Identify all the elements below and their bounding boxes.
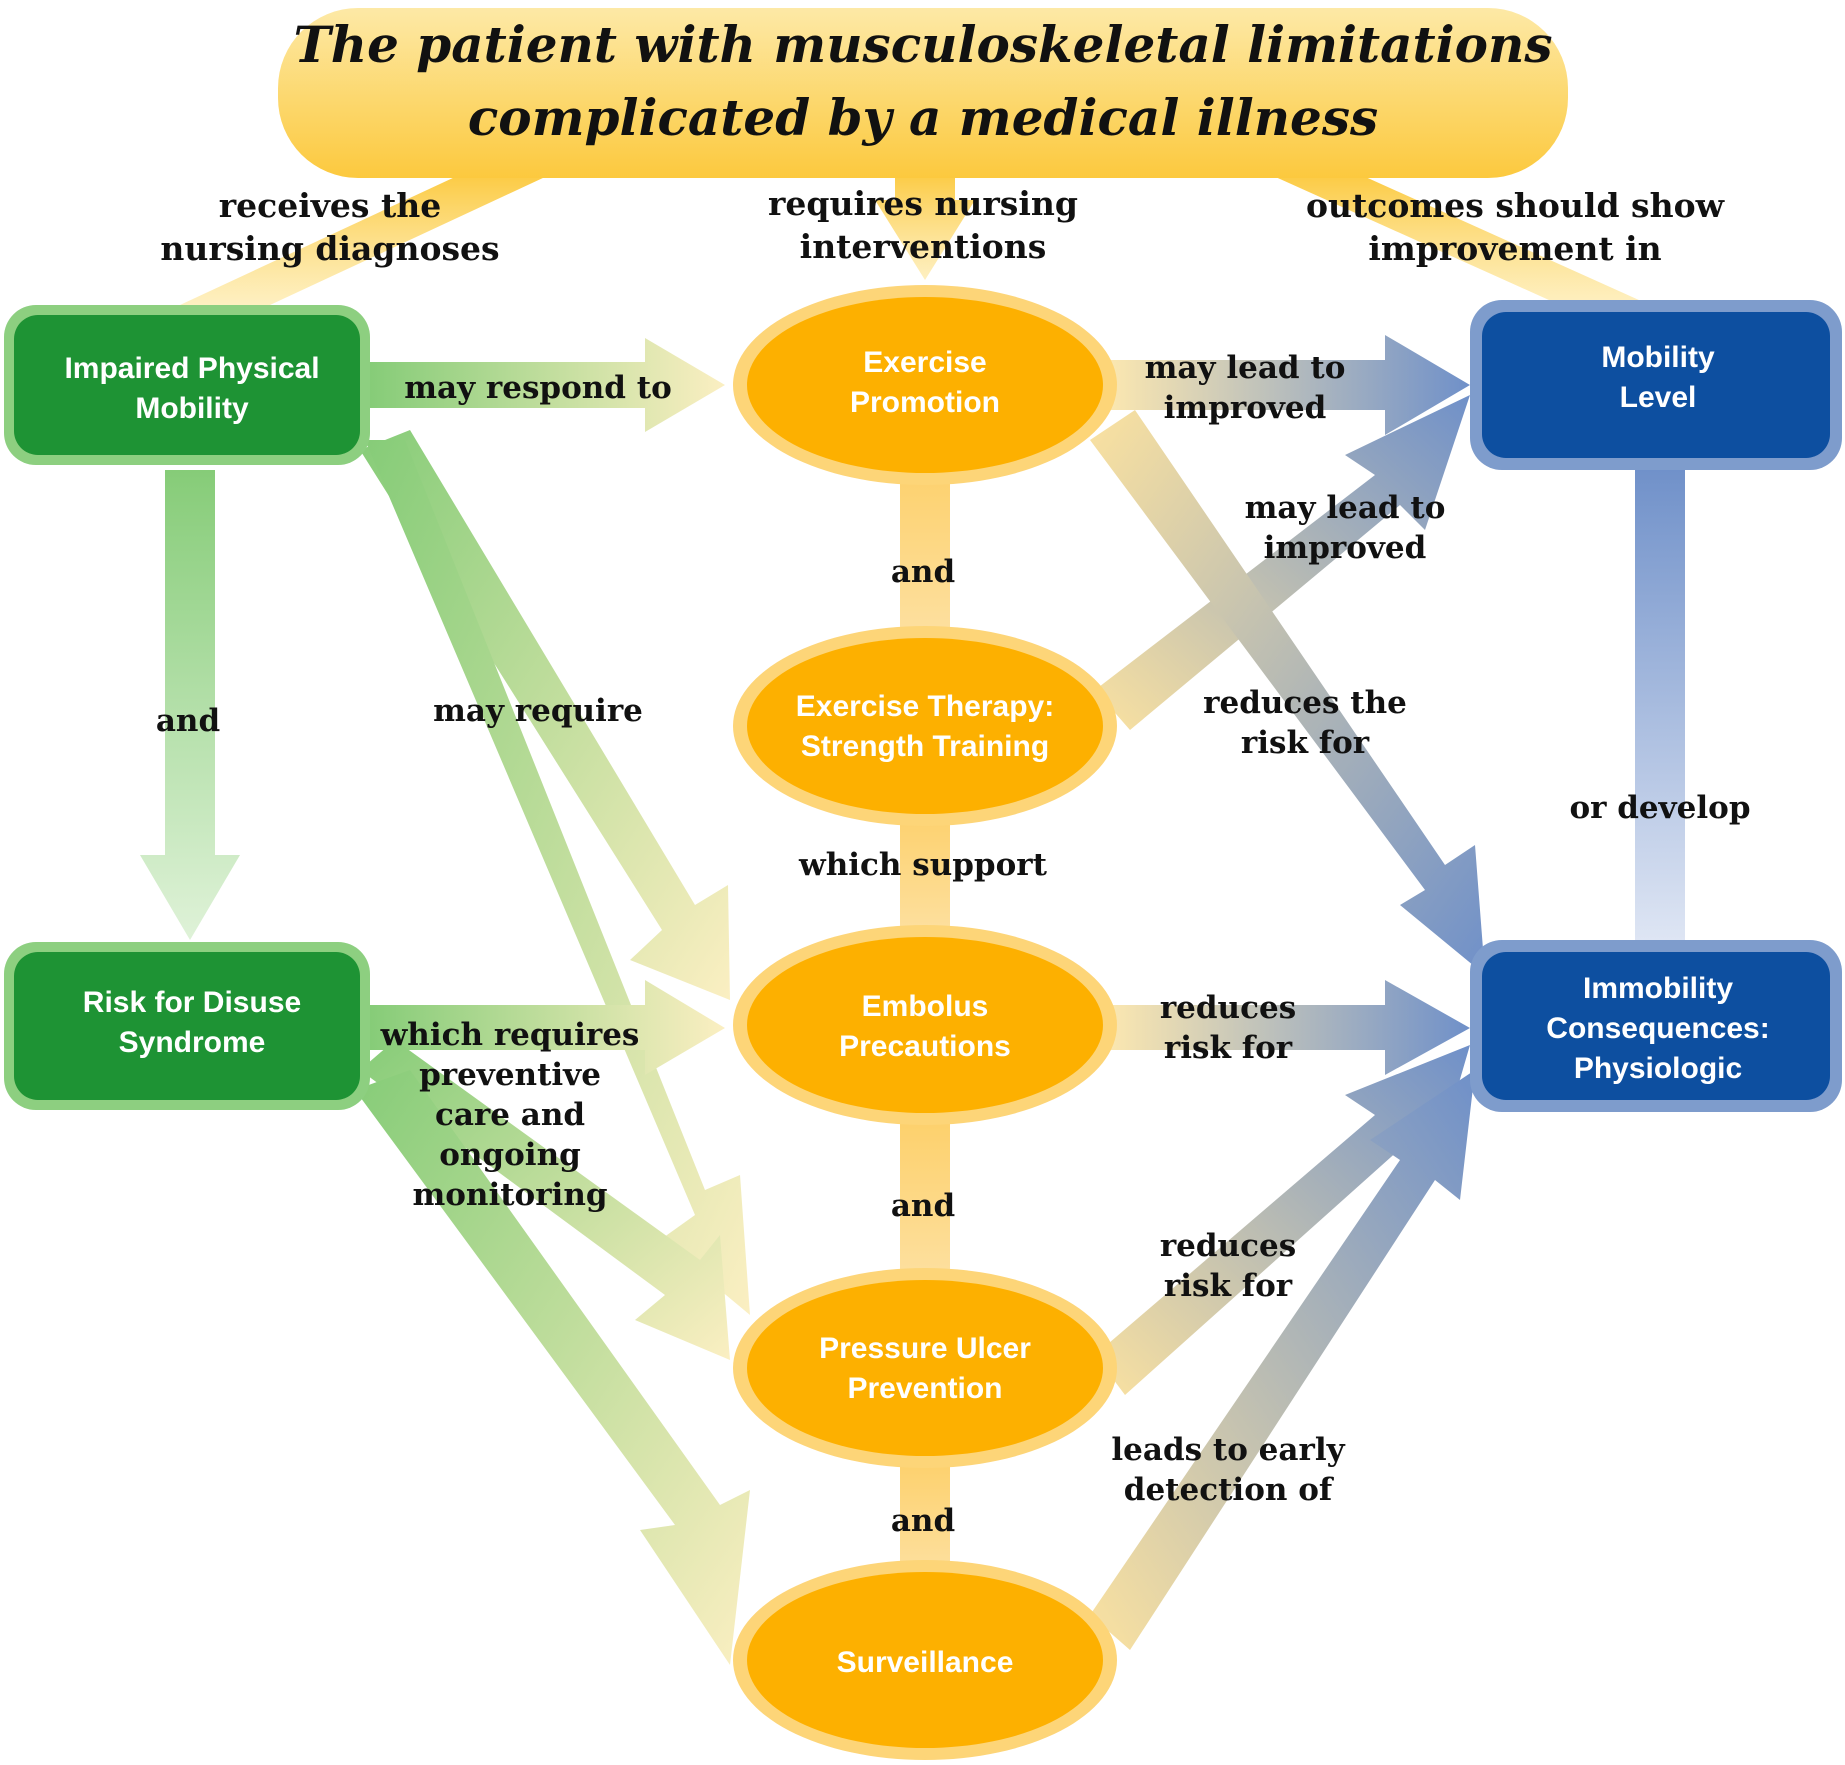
svg-text:preventive: preventive [419, 1057, 601, 1093]
edge-ep-and-et [900, 460, 950, 635]
node-immobility-consequences[interactable]: Immobility Consequences: Physiologic [1470, 940, 1842, 1112]
label-which-support: which support [798, 847, 1048, 883]
svg-text:Embolus: Embolus [862, 990, 989, 1023]
svg-text:may lead to: may lead to [1245, 490, 1446, 526]
label-receives-the-nursing-diagnoses: receives the nursing diagnoses [160, 186, 499, 268]
edge-ipm-to-risk-disuse [140, 470, 240, 940]
label-reduces-the-risk-for: reduces the risk for [1203, 685, 1407, 761]
node-exercise-promotion[interactable]: Exercise Promotion [733, 285, 1117, 485]
svg-text:which requires: which requires [380, 1017, 640, 1053]
node-exercise-therapy[interactable]: Exercise Therapy: Strength Training [733, 626, 1117, 826]
edge-ipm-to-exercise-promotion [370, 338, 725, 432]
svg-text:improvement in: improvement in [1368, 229, 1661, 268]
node-embolus-precautions[interactable]: Embolus Precautions [733, 925, 1117, 1125]
label-outcomes-should-show-improvement: outcomes should show improvement in [1306, 186, 1726, 268]
svg-text:improved: improved [1264, 530, 1427, 566]
svg-text:Prevention: Prevention [847, 1372, 1002, 1405]
node-impaired-physical-mobility[interactable]: Impaired Physical Mobility [4, 305, 370, 465]
label-requires-nursing-interventions: requires nursing interventions [768, 184, 1078, 266]
svg-text:detection of: detection of [1124, 1472, 1334, 1508]
svg-text:Strength Training: Strength Training [801, 730, 1049, 763]
label-and-3: and [891, 1503, 955, 1539]
svg-text:Promotion: Promotion [850, 386, 1000, 419]
svg-text:Surveillance: Surveillance [837, 1646, 1014, 1679]
svg-text:Consequences:: Consequences: [1546, 1012, 1769, 1045]
edge-rds-to-pressure-ulcer [360, 1040, 730, 1360]
svg-text:receives the: receives the [219, 186, 441, 225]
svg-text:reduces: reduces [1160, 990, 1296, 1026]
label-leads-to-early-detection: leads to early detection of [1111, 1432, 1345, 1508]
node-surveillance[interactable]: Surveillance [733, 1560, 1117, 1760]
label-may-respond-to: may respond to [404, 370, 672, 406]
svg-text:leads to early: leads to early [1111, 1432, 1345, 1468]
svg-text:Impaired Physical: Impaired Physical [64, 352, 319, 385]
svg-text:Precautions: Precautions [839, 1030, 1011, 1063]
svg-text:care and: care and [435, 1097, 585, 1133]
title-line-1: The patient with musculoskeletal limitat… [294, 15, 1553, 74]
edge-ep-to-mobility [1110, 335, 1470, 435]
edge-et-to-mobility [1095, 395, 1470, 730]
svg-text:outcomes should show: outcomes should show [1306, 186, 1726, 225]
edge-ipm-to-pressure-ulcer [365, 440, 750, 1315]
edge-pressure-to-immobility [1095, 1045, 1470, 1395]
svg-text:risk for: risk for [1164, 1030, 1293, 1066]
edge-title-to-diagnoses [180, 170, 560, 305]
label-pressure-reduces-risk-for: reduces risk for [1160, 1228, 1296, 1304]
svg-text:ongoing: ongoing [439, 1137, 581, 1173]
edge-pressure-and-surveillance [900, 1455, 950, 1575]
label-et-may-lead-to-improved: may lead to improved [1245, 490, 1446, 566]
svg-text:reduces: reduces [1160, 1228, 1296, 1264]
edge-labels-layer: receives the nursing diagnoses requires … [156, 184, 1751, 1539]
edge-et-support-embolus [900, 805, 950, 935]
edge-embolus-and-pressure [900, 1115, 950, 1280]
svg-text:nursing diagnoses: nursing diagnoses [160, 229, 499, 268]
edge-embolus-to-immobility [1110, 980, 1470, 1075]
svg-text:Level: Level [1620, 381, 1697, 414]
svg-text:Mobility: Mobility [135, 392, 249, 425]
edge-rds-to-surveillance [355, 1070, 750, 1665]
label-embolus-reduces-risk-for: reduces risk for [1160, 990, 1296, 1066]
label-or-develop: or develop [1569, 790, 1750, 826]
edge-surveillance-to-immobility [1090, 1070, 1475, 1650]
svg-text:risk for: risk for [1164, 1268, 1293, 1304]
svg-text:requires nursing: requires nursing [768, 184, 1078, 223]
edge-mobility-or-develop [1635, 465, 1685, 945]
svg-text:Immobility: Immobility [1583, 972, 1733, 1005]
svg-text:monitoring: monitoring [412, 1177, 607, 1213]
edge-ep-to-immobility [1090, 410, 1485, 975]
svg-text:risk for: risk for [1241, 725, 1370, 761]
svg-text:Exercise Therapy:: Exercise Therapy: [796, 690, 1054, 723]
svg-text:interventions: interventions [800, 227, 1047, 266]
node-risk-for-disuse-syndrome[interactable]: Risk for Disuse Syndrome [4, 942, 370, 1110]
svg-text:Pressure Ulcer: Pressure Ulcer [819, 1332, 1031, 1365]
label-may-require: may require [433, 693, 643, 729]
edge-title-to-outcomes [1260, 170, 1650, 305]
label-and-diagnoses: and [156, 703, 220, 739]
title-banner: The patient with musculoskeletal limitat… [278, 8, 1568, 178]
edge-rds-to-embolus [370, 980, 725, 1075]
svg-text:Physiologic: Physiologic [1574, 1052, 1742, 1085]
svg-text:Syndrome: Syndrome [119, 1026, 266, 1059]
edge-title-to-interventions [875, 170, 975, 280]
label-and-2: and [891, 1188, 955, 1224]
edges-layer [140, 170, 1685, 1665]
node-pressure-ulcer-prevention[interactable]: Pressure Ulcer Prevention [733, 1268, 1117, 1468]
label-which-requires-preventive-care: which requires preventive care and ongoi… [380, 1017, 640, 1213]
title-line-2: complicated by a medical illness [468, 88, 1378, 147]
svg-text:may lead to: may lead to [1145, 350, 1346, 386]
node-mobility-level[interactable]: Mobility Level [1470, 300, 1842, 470]
svg-text:Risk for Disuse: Risk for Disuse [83, 986, 301, 1019]
svg-text:Mobility: Mobility [1601, 341, 1715, 374]
svg-text:reduces the: reduces the [1203, 685, 1407, 721]
label-and-1: and [891, 554, 955, 590]
svg-text:Exercise: Exercise [863, 346, 986, 379]
label-ep-may-lead-to-improved: may lead to improved [1145, 350, 1346, 426]
svg-text:improved: improved [1164, 390, 1327, 426]
